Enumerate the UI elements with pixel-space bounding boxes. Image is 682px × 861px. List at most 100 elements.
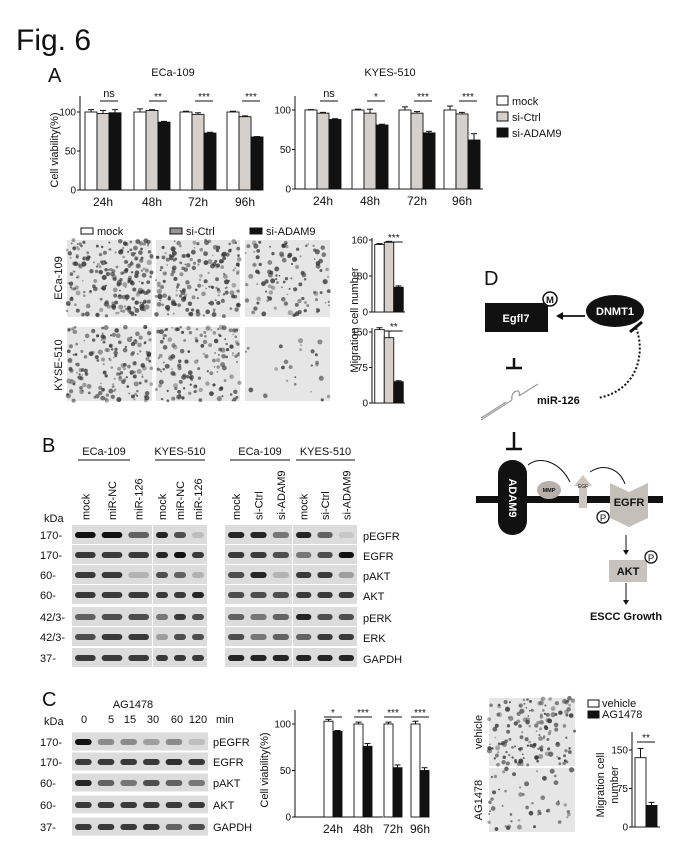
cell-dot [176, 283, 180, 287]
cell-dot [509, 813, 513, 816]
cell-dot [325, 267, 329, 272]
protein-band [97, 759, 115, 765]
protein-band [143, 824, 160, 830]
bar-vehicle [353, 723, 364, 818]
cell-dot [327, 300, 330, 303]
protein-band [296, 572, 312, 578]
cell-dot [112, 287, 118, 293]
significance-label: *** [388, 233, 400, 244]
cell-dot [71, 398, 76, 403]
cell-dot [548, 697, 552, 701]
y-tick-label: 0 [362, 399, 368, 410]
protein-band [156, 552, 168, 558]
lane-label: mock [157, 493, 169, 520]
cell-dot [303, 308, 308, 313]
cell-dot [161, 255, 166, 260]
cell-dot [294, 311, 300, 317]
cell-dot [257, 271, 261, 275]
cell-dot [159, 339, 164, 344]
cell-dot [221, 365, 227, 371]
outcome-label: ESCC Growth [590, 611, 662, 623]
protein-band [296, 655, 312, 661]
significance-label: *** [357, 708, 369, 719]
cell-dot [187, 370, 193, 376]
cell-dot [167, 357, 170, 360]
cell-dot [517, 818, 521, 822]
cell-dot [319, 291, 323, 295]
cell-dot [293, 382, 297, 386]
cell-dot [220, 265, 225, 269]
cell-dot [489, 703, 493, 708]
protein-label: pERK [363, 613, 392, 625]
cell-dot [104, 398, 109, 403]
cell-dot [124, 260, 129, 264]
cell-dot [100, 287, 103, 290]
cell-dot [82, 257, 86, 261]
bar-si-ctrl [410, 112, 424, 190]
cell-dot [207, 271, 210, 275]
cell-dot [95, 393, 100, 399]
cell-dot [141, 373, 144, 376]
cell-dot [174, 386, 178, 391]
cell-dot [128, 310, 133, 315]
cell-dot [256, 283, 259, 286]
cell-dot [286, 293, 289, 296]
y-tick-label: 0 [362, 308, 368, 319]
akt-box [609, 560, 647, 582]
cell-dot [555, 801, 560, 806]
cell-dot [516, 719, 521, 724]
cell-dot [252, 263, 256, 266]
cell-dot [147, 243, 150, 246]
cell-dot [162, 367, 166, 371]
protein-band [143, 759, 160, 765]
cell-dot [135, 292, 141, 297]
cell-dot [537, 701, 542, 706]
cell-dot [194, 389, 198, 393]
cell-dot [110, 394, 115, 399]
cell-dot [187, 301, 193, 306]
protein-band [250, 614, 267, 620]
kda-label: kDa [44, 513, 64, 525]
cell-dot [229, 374, 234, 379]
y-tick-label: 150 [611, 746, 628, 757]
protein-label: AKT [363, 591, 385, 603]
lane-label: si-ADAM9 [276, 470, 288, 520]
legend-a: mock si-Ctrl si-ADAM9 [496, 95, 562, 140]
cell-dot [310, 364, 313, 367]
protein-band [192, 655, 204, 661]
legend-label-si-ctrl: si-Ctrl [186, 226, 215, 238]
cell-dot [213, 366, 216, 368]
cell-dot [115, 265, 119, 269]
arrowhead-icon [623, 600, 629, 605]
cell-dot [84, 311, 90, 317]
cell-dot [144, 268, 149, 273]
cell-dot [190, 378, 194, 382]
cell-dot [232, 397, 237, 402]
cell-dot [232, 354, 234, 357]
cell-dot [144, 304, 150, 310]
cell-dot [108, 343, 114, 348]
cell-dot [81, 261, 87, 267]
cell-dot [279, 251, 285, 257]
cell-dot [184, 359, 189, 364]
cell-line-header: KYES-510 [300, 446, 351, 458]
cell-dot [172, 344, 178, 350]
protein-band [165, 759, 183, 765]
cell-dot [528, 740, 532, 744]
cell-dot [505, 750, 508, 754]
cell-dot [224, 338, 227, 341]
cell-dot [234, 335, 238, 339]
cell-dot [98, 390, 103, 396]
cell-dot [173, 240, 176, 243]
cell-dot [85, 256, 90, 261]
significance-label: *** [462, 92, 474, 103]
protein-band [272, 655, 289, 661]
cell-dot [290, 277, 293, 280]
egf-arrow [574, 475, 592, 508]
cell-dot [75, 362, 80, 367]
protein-band [174, 552, 186, 558]
cell-dot [138, 335, 143, 340]
cell-dot [129, 261, 134, 266]
cell-dot [563, 803, 567, 807]
timepoint-label: 120 [189, 714, 207, 726]
